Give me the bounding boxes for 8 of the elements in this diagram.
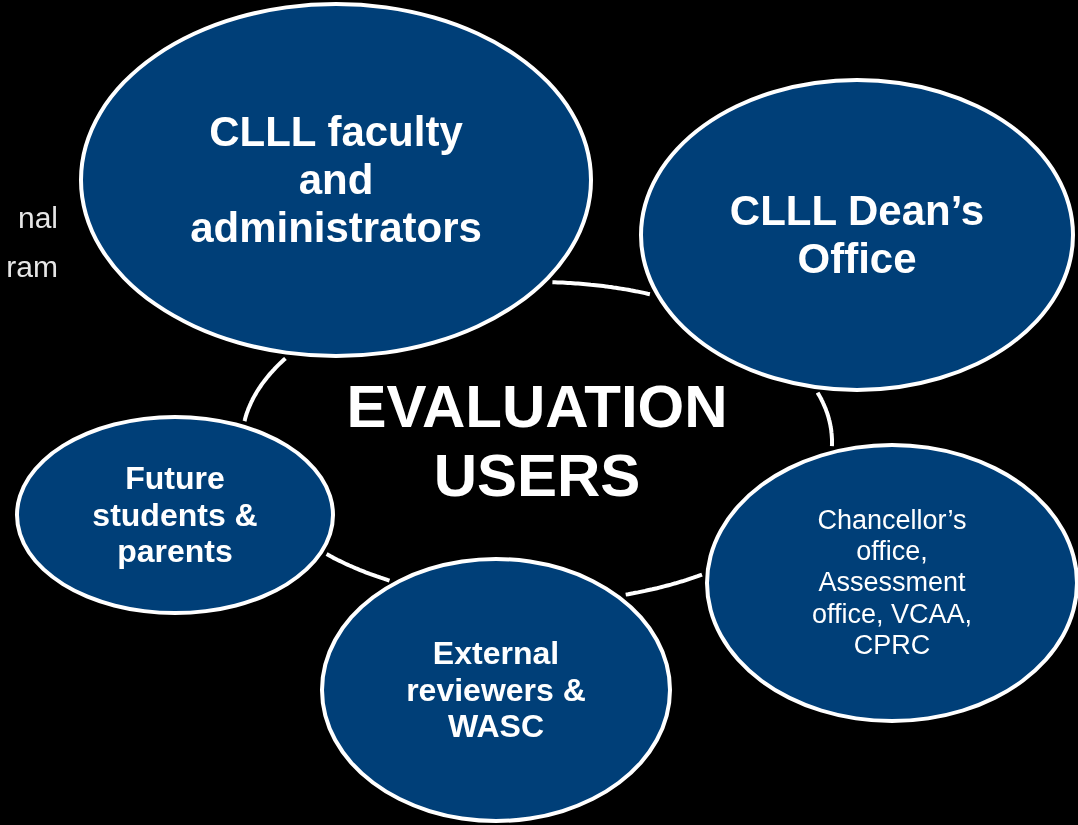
text-fragment: nal [16,203,58,233]
oval-label: Future students & parents [91,459,259,571]
oval-label: External reviewers & WASC [405,634,587,746]
oval-label: CLLL Dean’s Office [728,186,986,284]
oval-label: Chancellor’s office, Assessment office, VCAA, CPRC [810,505,974,661]
oval-label: CLLL faculty and administrators [189,107,483,253]
text-fragment: ram [5,252,58,282]
oval-label: EVALUATION USERS [345,372,729,510]
